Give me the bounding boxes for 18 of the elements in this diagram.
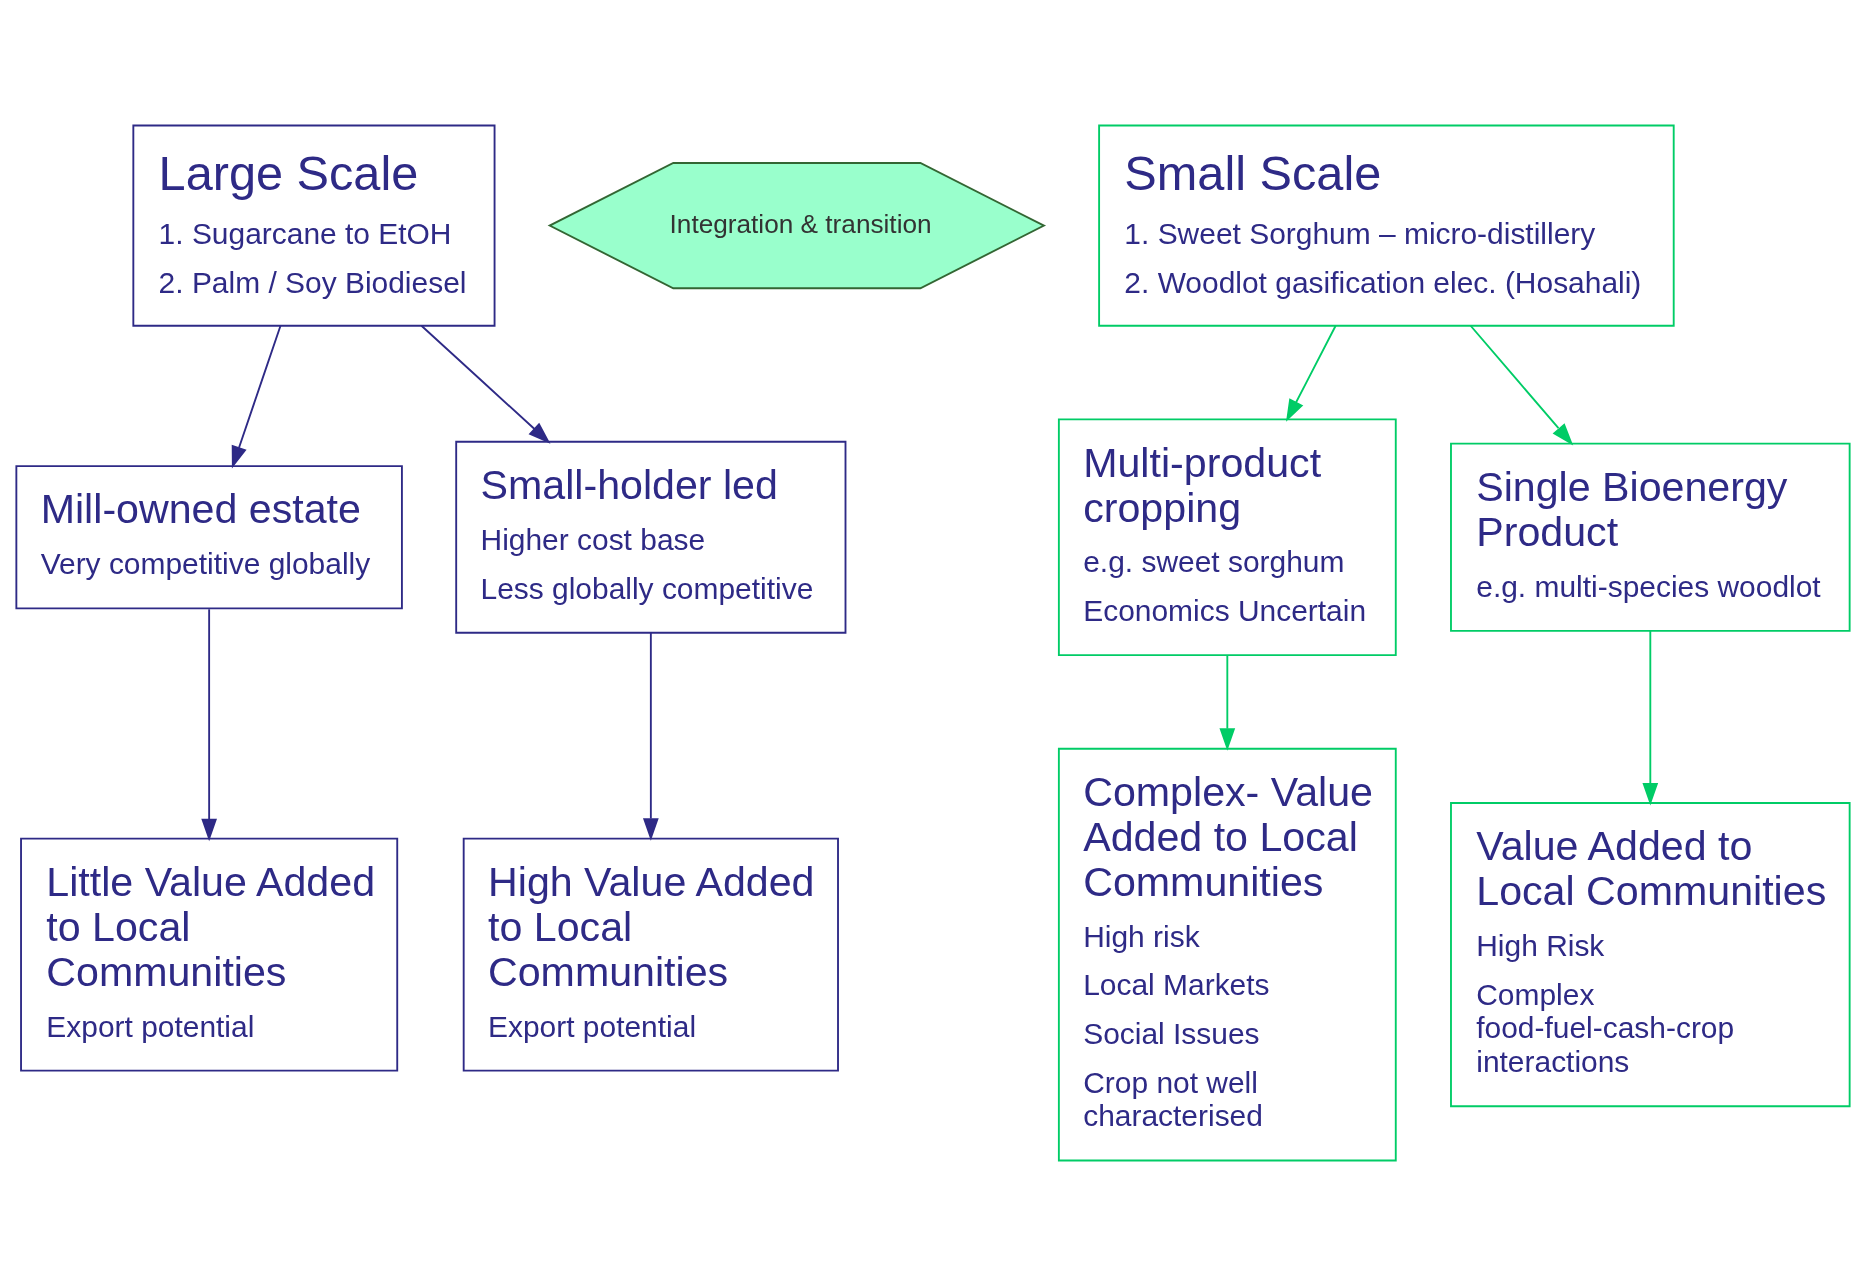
arrow [1286,324,1337,422]
arrow [420,324,551,444]
node-box: Small Scale 1. Sweet Sorghum – micro-distillery 2. Woodlot gasification elec. (Hosahali) [1098,124,1675,327]
node-box: High Value Added to Local Communities Export potential [462,837,839,1072]
node-box: Small-holder led Higher cost base Less globally competitive [455,440,847,634]
arrow [1642,630,1659,806]
node-box: Little Value Added to Local Communities Export potential [20,837,399,1072]
arrow [201,608,217,842]
node-box: Value Added to Local Communities High Risk Complex food-fuel-cash-crop interactions [1450,802,1851,1108]
arrow [643,632,659,841]
arrow [1469,324,1574,446]
node-box: Mill-owned estate Very competitive globally [15,465,403,610]
node-box: Large Scale 1. Sugarcane to EtOH 2. Palm / Soy Biodiesel [132,124,496,327]
node-box: Multi-product cropping e.g. sweet sorghum Economics Uncertain [1057,418,1397,657]
node-box: Single Bioenergy Product e.g. multi-species woodlot [1450,442,1851,632]
arrow [1219,654,1236,751]
node-box: Complex- Value Added to Local Communities High risk Local Markets Social Issues Crop not well characterised [1057,747,1397,1162]
arrow [231,324,282,469]
